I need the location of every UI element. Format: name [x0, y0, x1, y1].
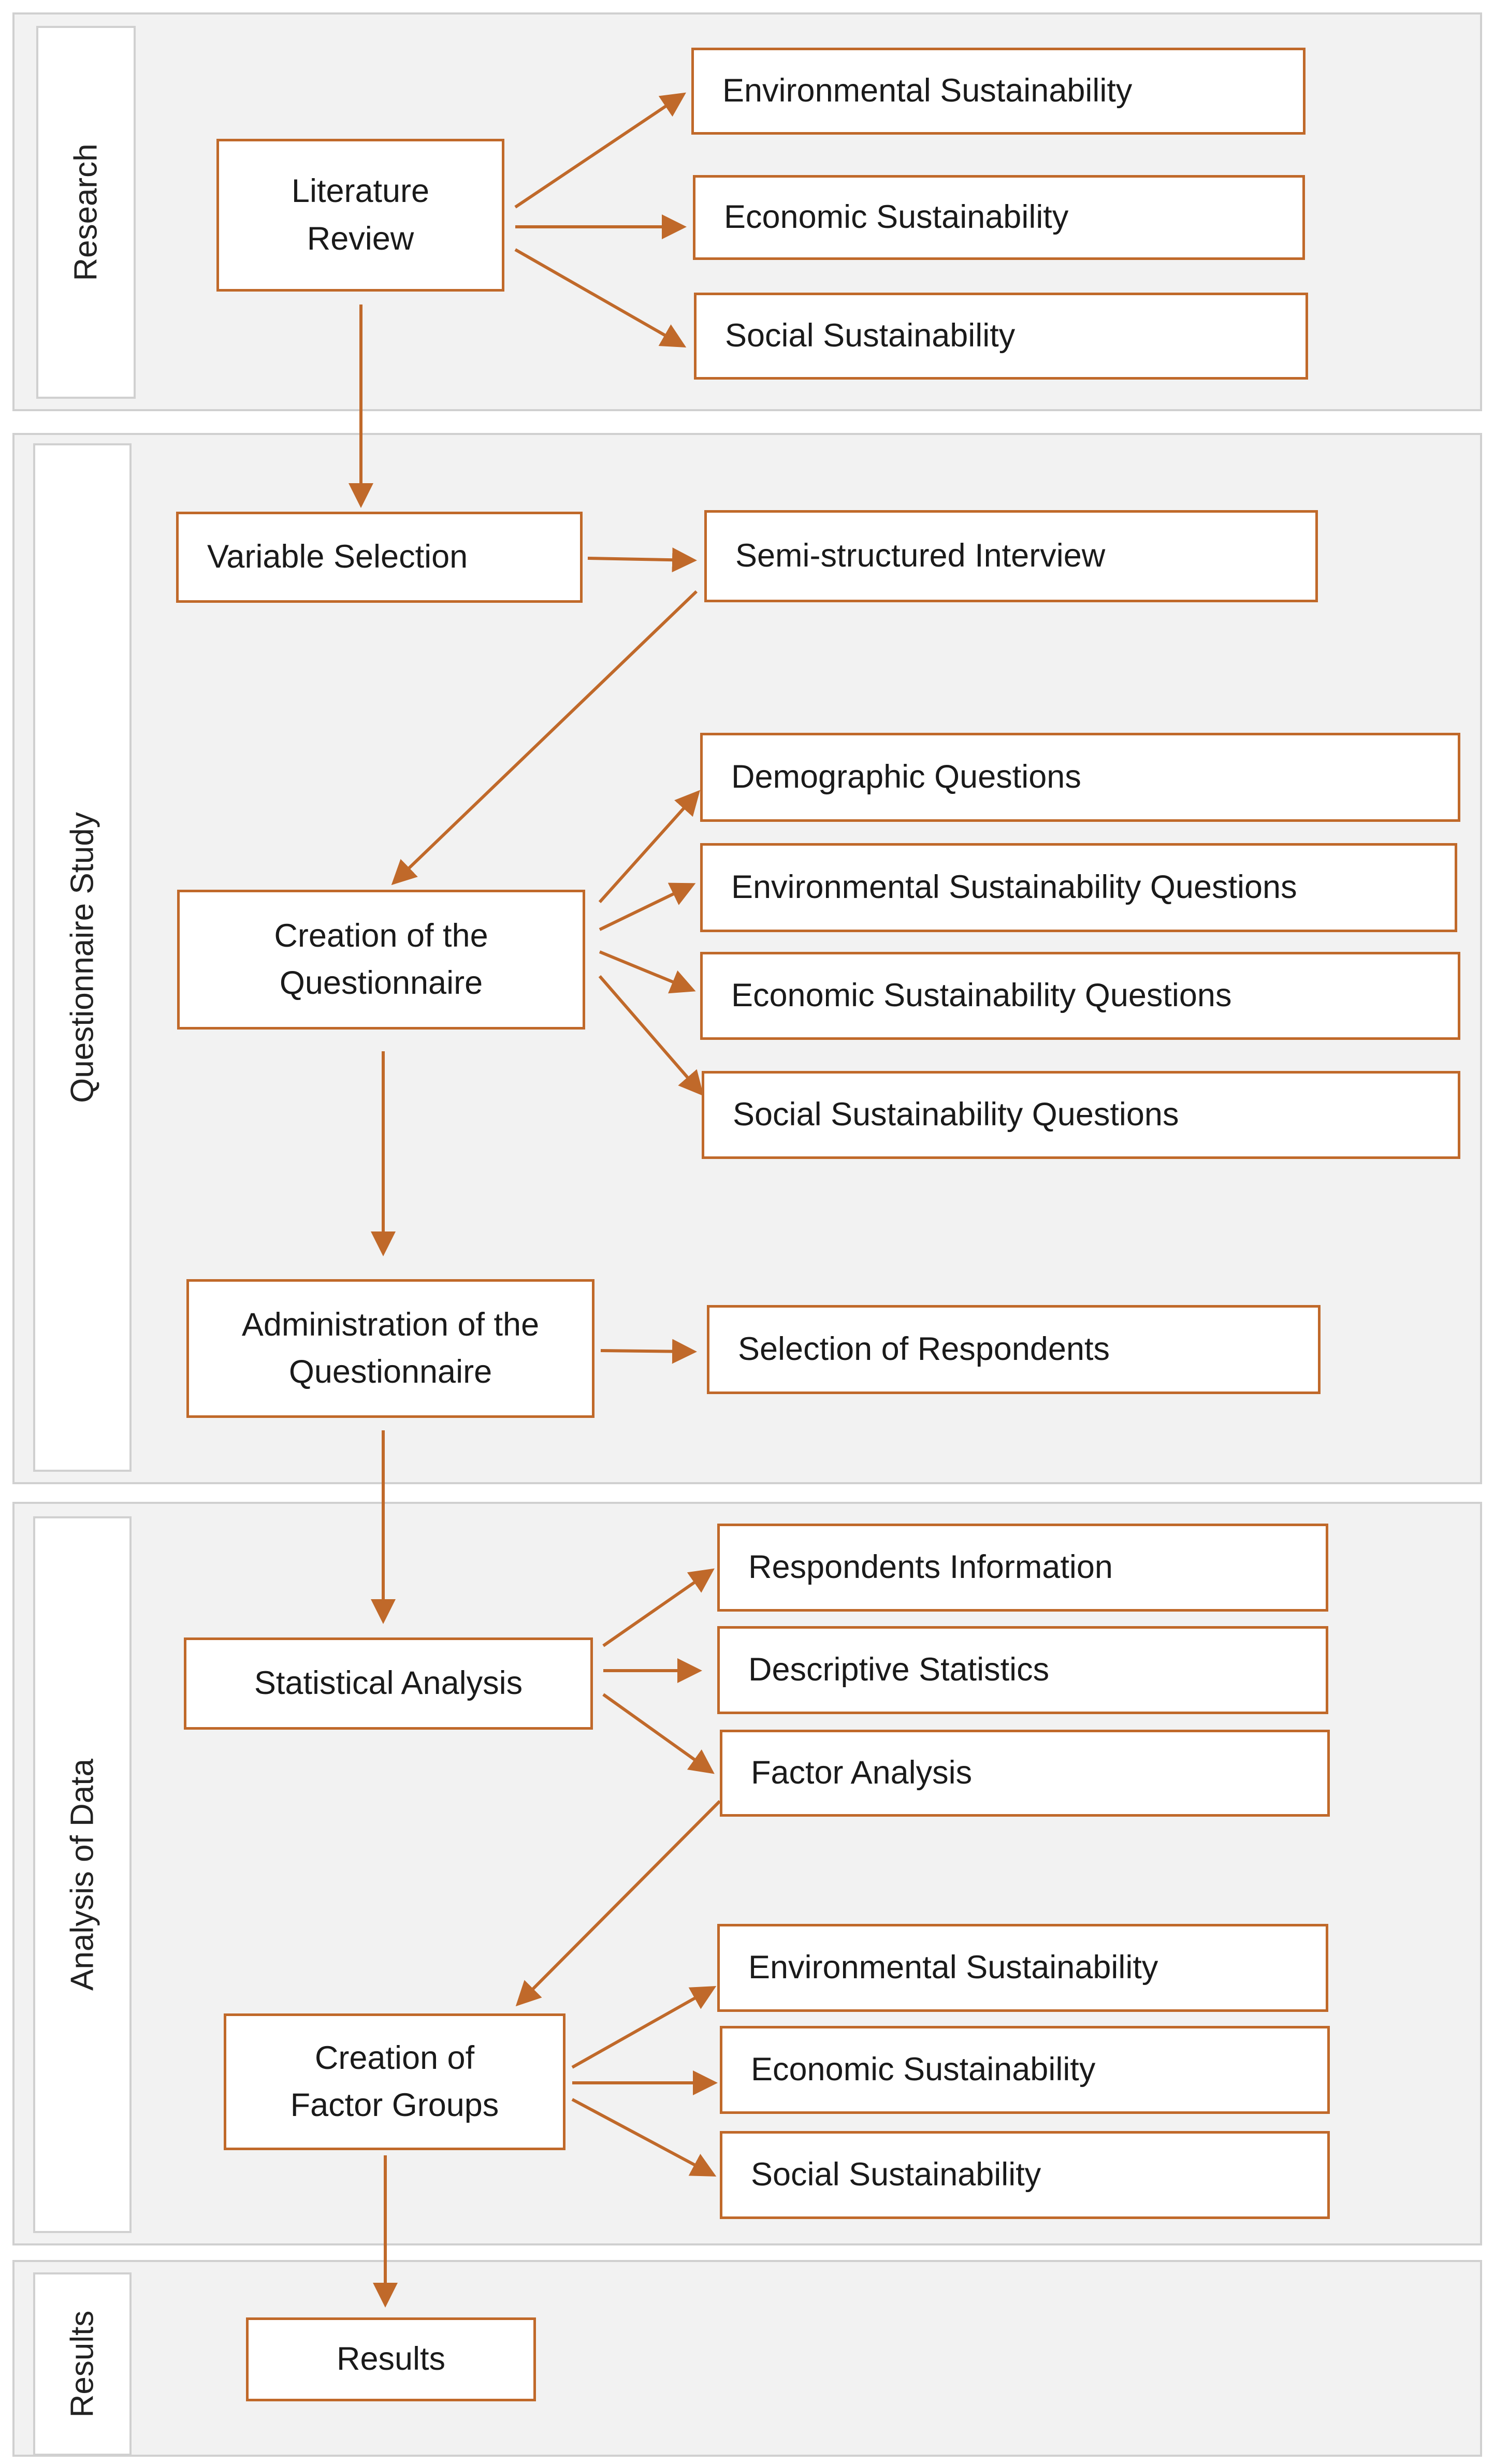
environmental-questions-label: Environmental Sustainability Questions [731, 869, 1297, 906]
selection-respondents-box: Selection of Respondents [707, 1305, 1321, 1394]
environmental-questions-box: Environmental Sustainability Questions [700, 843, 1457, 932]
descriptive-statistics-box: Descriptive Statistics [717, 1626, 1328, 1714]
literature-review-box: Literature Review [216, 139, 504, 292]
demographic-questions-label: Demographic Questions [731, 759, 1081, 795]
factor-analysis-label: Factor Analysis [751, 1755, 973, 1791]
semi-structured-interview-label: Semi-structured Interview [735, 538, 1106, 574]
creation-questionnaire-box: Creation of the Questionnaire [177, 890, 585, 1030]
social-sustainability-box-2: Social Sustainability [720, 2131, 1330, 2219]
respondents-information-label: Respondents Information [748, 1549, 1113, 1586]
environmental-sustainability-box-2: Environmental Sustainability [717, 1924, 1328, 2012]
social-questions-box: Social Sustainability Questions [702, 1071, 1460, 1159]
selection-respondents-label: Selection of Respondents [738, 1331, 1110, 1368]
literature-review-label: Literature Review [291, 173, 430, 257]
respondents-information-box: Respondents Information [717, 1524, 1328, 1612]
results-section-tab: Results [33, 2272, 132, 2456]
economic-questions-box: Economic Sustainability Questions [700, 952, 1460, 1040]
environmental-sustainability-label-2: Environmental Sustainability [748, 1949, 1158, 1986]
statistical-analysis-label: Statistical Analysis [254, 1665, 523, 1702]
arrow-statistical-to-respondents [602, 1568, 715, 1647]
arrow-creation-to-social-q [598, 975, 704, 1096]
arrow-interview-to-creation [391, 590, 698, 886]
social-questions-label: Social Sustainability Questions [733, 1096, 1179, 1133]
research-section-tab: Research [36, 26, 136, 399]
arrow-statistical-to-factor [602, 1693, 715, 1774]
arrow-creation-to-demographic [598, 790, 701, 904]
environmental-sustainability-box-1: Environmental Sustainability [691, 48, 1306, 135]
social-sustainability-box-1: Social Sustainability [694, 293, 1308, 380]
statistical-analysis-box: Statistical Analysis [184, 1637, 593, 1730]
arrow-groups-to-social [571, 2098, 717, 2177]
administration-questionnaire-box: Administration of the Questionnaire [186, 1279, 594, 1418]
arrow-groups-to-environmental [571, 1986, 717, 2069]
arrow-literature-to-environmental [514, 92, 686, 209]
social-sustainability-label-2: Social Sustainability [751, 2156, 1041, 2193]
economic-sustainability-box-1: Economic Sustainability [693, 175, 1305, 260]
creation-factor-groups-box: Creation of Factor Groups [224, 2013, 565, 2150]
factor-analysis-box: Factor Analysis [720, 1730, 1330, 1817]
economic-sustainability-label-1: Economic Sustainability [724, 199, 1069, 236]
questionnaire-section-tab: Questionnaire Study [33, 443, 132, 1472]
creation-questionnaire-label: Creation of the Questionnaire [274, 917, 488, 1001]
arrow-creation-to-environmental-q [599, 882, 696, 931]
arrow-variable-to-interview [587, 547, 697, 573]
results-label: Results [336, 2341, 446, 2378]
descriptive-statistics-label: Descriptive Statistics [748, 1651, 1050, 1688]
social-sustainability-label-1: Social Sustainability [725, 317, 1016, 354]
arrow-factor-to-groups [515, 1800, 721, 2007]
analysis-section-tab: Analysis of Data [33, 1516, 132, 2233]
variable-selection-label: Variable Selection [207, 539, 468, 575]
semi-structured-interview-box: Semi-structured Interview [704, 510, 1318, 602]
administration-questionnaire-label: Administration of the Questionnaire [241, 1306, 540, 1390]
creation-factor-groups-label: Creation of Factor Groups [290, 2039, 499, 2123]
economic-sustainability-box-2: Economic Sustainability [720, 2026, 1330, 2114]
arrow-creation-to-economic-q [599, 950, 696, 994]
environmental-sustainability-label-1: Environmental Sustainability [722, 73, 1133, 109]
arrow-literature-to-social [514, 248, 687, 347]
variable-selection-box: Variable Selection [176, 512, 583, 603]
demographic-questions-box: Demographic Questions [700, 733, 1460, 822]
arrow-administration-to-selection [600, 1339, 697, 1364]
economic-questions-label: Economic Sustainability Questions [731, 977, 1232, 1014]
results-box: Results [246, 2317, 536, 2401]
economic-sustainability-label-2: Economic Sustainability [751, 2051, 1096, 2088]
